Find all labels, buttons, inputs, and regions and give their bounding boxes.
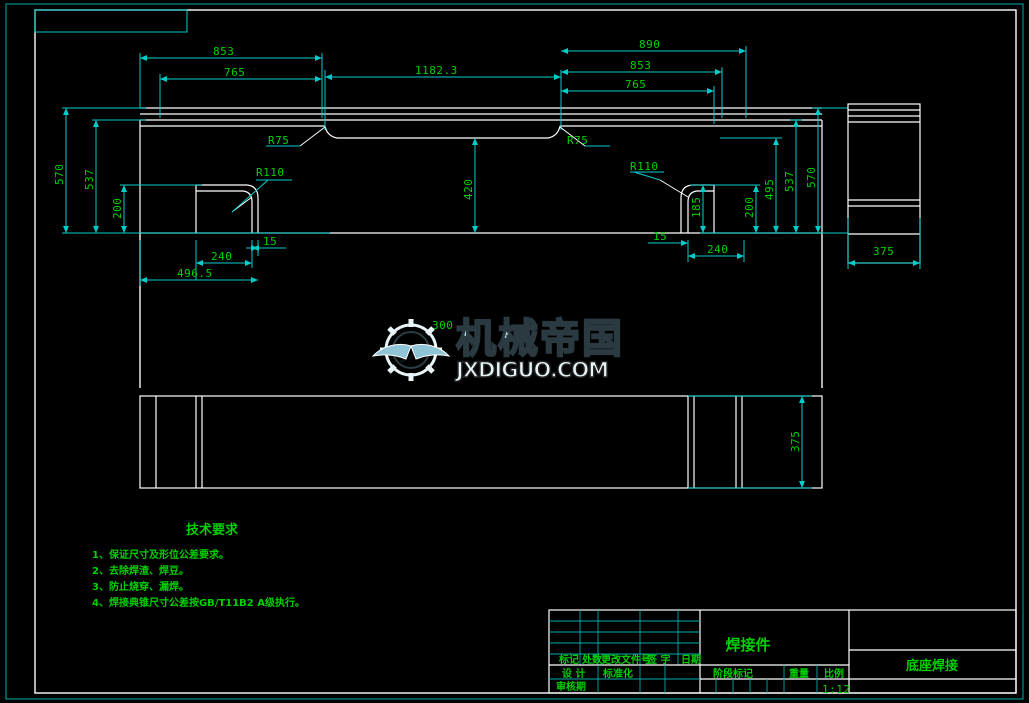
side-view-375-label: 375 — [873, 245, 894, 258]
side-view-geometry — [847, 103, 921, 264]
dim-495-right-label: 495 — [763, 179, 776, 200]
dim-570-left-label: 570 — [53, 164, 66, 185]
dim-765-right-label: 765 — [625, 78, 646, 91]
technical-requirements-block: 技术要求 1、保证尺寸及形位公差要求。 2、去除焊渣、焊豆。 3、防止烧穿、漏焊… — [92, 522, 305, 609]
radius-r110-left-label: R110 — [256, 166, 285, 179]
row-label-design: 设 计 — [562, 667, 585, 680]
tech-requirements-title: 技术要求 — [186, 522, 239, 538]
dim-240-left-label: 240 — [211, 250, 232, 263]
hidden-dim-label: 300 — [432, 319, 453, 332]
row-label-standard: 标准化 — [602, 667, 633, 680]
tech-note-2: 2、去除焊渣、焊豆。 — [92, 564, 189, 577]
front-view-left-vertical-dimensions — [62, 107, 330, 234]
radius-r75-left-label: R75 — [268, 134, 289, 147]
dim-15-left-label: 15 — [263, 235, 277, 248]
side-view-dimension-375 — [847, 218, 921, 269]
label-weight: 重量 — [789, 667, 809, 680]
title-block[interactable]: 标记 处数 更改文件号 签 字 日期 设 计 标准化 审核期 阶段标记 重量 比… — [548, 609, 1017, 696]
dim-496-5-label: 496.5 — [177, 267, 213, 280]
scale-value: 1:12 — [822, 683, 851, 696]
dim-765-left-label: 765 — [224, 66, 245, 79]
dim-420-center-label: 420 — [462, 179, 475, 200]
dim-890-right-label: 890 — [639, 38, 660, 51]
dim-1182-3-label: 1182.3 — [415, 64, 458, 77]
revision-grid — [549, 610, 700, 665]
dim-15-right-label: 15 — [653, 230, 667, 243]
front-view-bottom-dimensions — [139, 240, 745, 286]
rev-header-2: 更改文件号 — [601, 653, 651, 666]
radius-leaders — [231, 126, 689, 213]
dimension-text-group: 853 765 1182.3 890 853 765 240 15 496.5 … — [53, 38, 894, 452]
drawing-name: 底座焊接 — [906, 658, 958, 674]
rev-header-3: 签 字 — [646, 653, 670, 666]
label-stage-mark: 阶段标记 — [713, 667, 753, 680]
signature-grid — [549, 665, 700, 693]
rev-header-0: 标记 — [558, 653, 579, 666]
dim-570-right-label: 570 — [805, 167, 818, 188]
row-label-check: 审核期 — [556, 680, 586, 693]
bottom-view-geometry — [139, 395, 823, 489]
dim-537-right-label: 537 — [783, 171, 796, 192]
tech-note-1: 1、保证尺寸及形位公差要求。 — [92, 548, 229, 561]
dim-853-right-label: 853 — [630, 59, 651, 72]
stage-grid — [715, 665, 818, 693]
radius-leader-underlines — [231, 145, 664, 213]
radius-r75-right-label: R75 — [567, 134, 588, 147]
tech-note-3: 3、防止烧穿、漏焊。 — [92, 580, 189, 593]
front-view-center-dimension — [472, 138, 478, 233]
front-view-right-vertical-dimensions — [690, 107, 848, 234]
bottom-view-375-label: 375 — [789, 431, 802, 452]
bottom-view-dimension-375 — [688, 395, 812, 489]
radius-r110-right-label: R110 — [630, 160, 659, 173]
dim-200-left-label: 200 — [111, 198, 124, 219]
rev-header-1: 处数 — [581, 653, 603, 666]
label-scale: 比例 — [824, 667, 844, 680]
dim-200-right-label: 200 — [743, 197, 756, 218]
dim-185-right-label: 185 — [690, 197, 703, 218]
dim-853-left-label: 853 — [213, 45, 234, 58]
dim-240-right-label: 240 — [707, 243, 728, 256]
sheet-frame — [5, 3, 1024, 700]
rev-header-4: 日期 — [681, 653, 701, 666]
part-name: 焊接件 — [725, 636, 770, 654]
dim-537-left-label: 537 — [83, 169, 96, 190]
front-view-top-dimensions — [139, 46, 747, 130]
tech-note-4: 4、焊接典锥尺寸公差按GB/T11B2 A级执行。 — [92, 596, 305, 609]
